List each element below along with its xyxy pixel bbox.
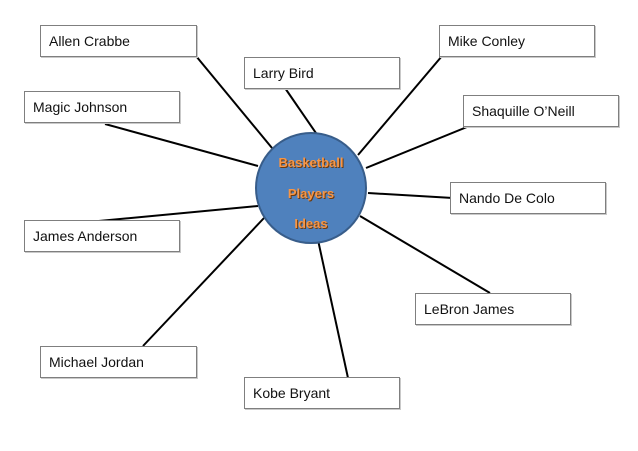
player-box-lebron-james: LeBron James <box>415 293 571 325</box>
player-box-michael-jordan: Michael Jordan <box>40 346 197 378</box>
connector-magic-johnson <box>104 123 259 167</box>
player-box-larry-bird: Larry Bird <box>244 57 400 89</box>
hub-label-line-3: Ideas <box>294 216 328 231</box>
hub-label-line-1: Basketball <box>278 155 344 170</box>
player-box-allen-crabbe: Allen Crabbe <box>40 25 197 57</box>
player-box-mike-conley: Mike Conley <box>439 25 595 57</box>
connector-michael-jordan <box>142 217 265 347</box>
player-box-shaquille-oneill: Shaquille O’Neill <box>463 95 619 127</box>
connector-kobe-bryant <box>317 239 349 379</box>
connector-lebron-james <box>359 215 491 294</box>
connector-shaquille-oneill <box>365 126 468 169</box>
player-box-kobe-bryant: Kobe Bryant <box>244 377 400 409</box>
connector-allen-crabbe <box>195 55 273 149</box>
hub-circle <box>255 132 367 244</box>
player-box-magic-johnson: Magic Johnson <box>24 91 180 123</box>
connector-mike-conley <box>357 55 443 156</box>
player-box-james-anderson: James Anderson <box>24 220 180 252</box>
connector-james-anderson <box>87 205 259 223</box>
player-box-nando-de-colo: Nando De Colo <box>450 182 606 214</box>
hub-label-line-2: Players <box>287 186 335 201</box>
connector-nando-de-colo <box>367 192 454 199</box>
connector-larry-bird <box>284 87 319 137</box>
